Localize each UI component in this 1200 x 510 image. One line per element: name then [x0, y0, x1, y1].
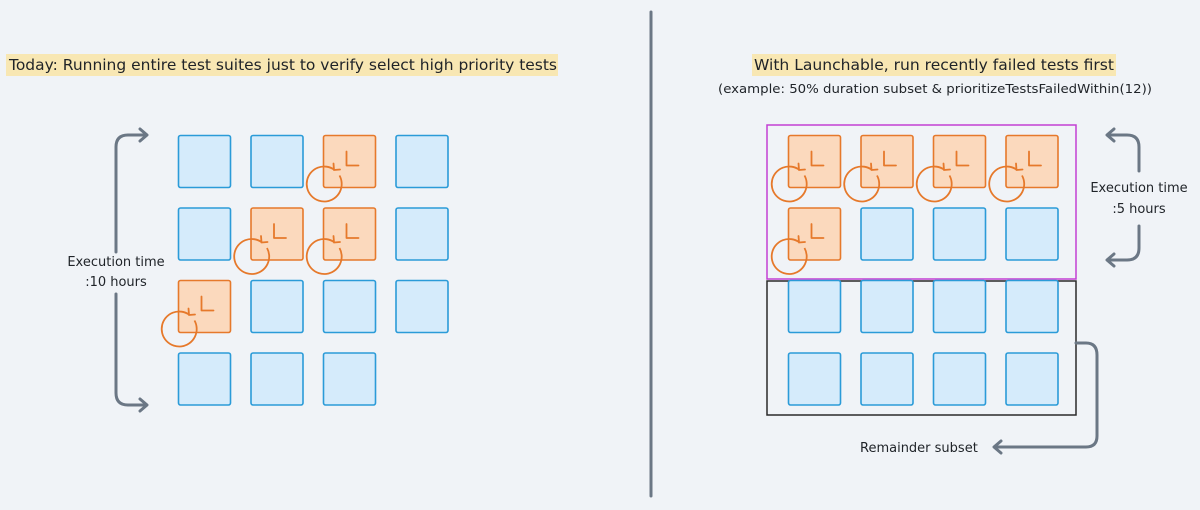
test-tile — [860, 352, 914, 406]
test-tile — [932, 207, 987, 261]
tile-box — [322, 279, 377, 334]
left-title: Today: Running entire test suites just t… — [8, 56, 557, 74]
tile-box — [932, 134, 987, 189]
right-title-highlight — [752, 54, 1116, 76]
left-execution-arrow — [114, 133, 148, 407]
clock-icon — [305, 150, 360, 203]
test-tile — [932, 279, 987, 334]
remainder-arrow — [993, 341, 1099, 449]
tile-box — [322, 352, 377, 406]
clock-icon — [233, 223, 287, 275]
test-tile — [932, 352, 987, 406]
tile-box — [932, 207, 987, 261]
tile-box — [787, 352, 842, 406]
right-execution-label-line2: :5 hours — [1112, 202, 1166, 217]
tile-box — [250, 352, 304, 406]
failed-test-tile — [843, 134, 914, 203]
failed-test-tile — [305, 207, 377, 275]
failed-test-tile — [160, 279, 232, 348]
tile-box — [860, 134, 914, 189]
test-tile — [250, 134, 304, 189]
tile-box — [1005, 279, 1059, 334]
test-tile — [1005, 207, 1059, 261]
left-arrow-head-top — [138, 127, 149, 143]
test-tile — [395, 207, 449, 261]
clock-icon — [770, 150, 825, 203]
test-tile — [860, 207, 914, 261]
left-title-highlight — [6, 54, 558, 76]
failed-test-tile — [770, 207, 842, 275]
clock-icon — [770, 223, 825, 275]
right-arrow-head-bottom — [1105, 252, 1116, 268]
test-tile — [177, 207, 232, 261]
left-test-grid — [160, 134, 449, 406]
remainder-subset-box — [766, 280, 1077, 416]
test-tile — [322, 279, 377, 334]
right-execution-label-line1: Execution time — [1090, 181, 1187, 196]
test-tile — [322, 352, 377, 406]
test-tile — [787, 352, 842, 406]
tile-box — [177, 207, 232, 261]
failed-test-tile — [988, 134, 1059, 203]
test-tile — [787, 279, 842, 334]
tile-box — [787, 134, 842, 189]
remainder-subset-label: Remainder subset — [860, 441, 978, 456]
tile-box — [177, 279, 232, 334]
test-tile — [177, 352, 232, 406]
tile-box — [395, 134, 449, 189]
clock-icon — [988, 150, 1042, 203]
tile-box — [787, 279, 842, 334]
tile-box — [1005, 207, 1059, 261]
clock-icon — [160, 295, 215, 348]
tile-box — [787, 207, 842, 261]
tile-box — [395, 279, 449, 334]
test-tile — [395, 134, 449, 189]
left-arrow-head-bottom — [138, 397, 149, 413]
test-tile — [860, 279, 914, 334]
clock-icon — [843, 150, 897, 203]
right-subtitle: (example: 50% duration subset & prioriti… — [718, 81, 1152, 96]
left-execution-label-line2: :10 hours — [85, 275, 147, 290]
test-tile — [250, 352, 304, 406]
tile-box — [250, 207, 304, 261]
right-execution-arrow — [1106, 133, 1141, 262]
failed-test-tile — [305, 134, 377, 203]
tile-box — [322, 207, 377, 261]
test-tile — [1005, 352, 1059, 406]
tile-box — [932, 279, 987, 334]
failed-test-tile — [233, 207, 304, 275]
failed-test-tile — [770, 134, 842, 203]
left-execution-label-line1: Execution time — [67, 255, 164, 270]
tile-box — [860, 207, 914, 261]
clock-icon — [915, 150, 970, 203]
tile-box — [250, 279, 304, 334]
tile-box — [395, 207, 449, 261]
tile-box — [322, 134, 377, 189]
right-arrow-head-top — [1105, 127, 1116, 143]
test-tile — [250, 279, 304, 334]
failed-test-tile — [915, 134, 987, 203]
test-tile — [1005, 279, 1059, 334]
tile-box — [1005, 352, 1059, 406]
test-tile — [395, 279, 449, 334]
prioritized-subset-box — [766, 124, 1077, 280]
tile-box — [860, 352, 914, 406]
clock-icon — [305, 223, 360, 275]
tile-box — [932, 352, 987, 406]
remainder-arrow-head — [992, 439, 1003, 455]
tile-box — [177, 352, 232, 406]
tile-box — [250, 134, 304, 189]
test-tile — [177, 134, 232, 189]
right-test-grid — [770, 134, 1059, 406]
tile-box — [860, 279, 914, 334]
tile-box — [1005, 134, 1059, 189]
right-title: With Launchable, run recently failed tes… — [754, 56, 1114, 74]
tile-box — [177, 134, 232, 189]
